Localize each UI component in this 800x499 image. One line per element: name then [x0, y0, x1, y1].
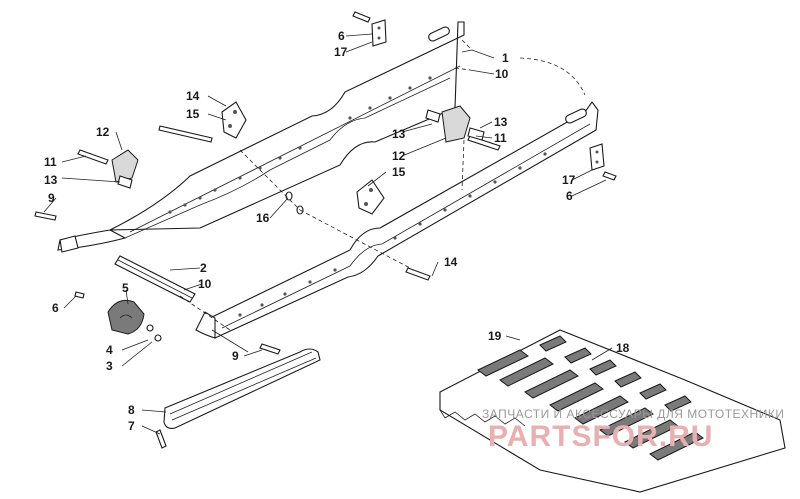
callout-13-mid: 13: [392, 127, 406, 141]
bolt-top: [352, 11, 371, 23]
bolt-right: [602, 171, 617, 181]
bolt-9-left: [34, 211, 57, 221]
callout-7: 7: [128, 419, 135, 433]
clip-13-right: [467, 127, 485, 141]
callout-6-left: 6: [52, 301, 59, 315]
track-lugs: [477, 335, 704, 461]
clip-13-right-top: [425, 109, 441, 123]
triangle-bracket-lower: [356, 179, 385, 215]
callout-12-left: 12: [96, 125, 110, 139]
leader-lines: [43, 33, 613, 435]
callout-17-top: 17: [334, 45, 348, 59]
callout-14-lower: 14: [444, 255, 458, 269]
callout-6-right: 6: [566, 189, 573, 203]
cushion-block: [107, 299, 145, 335]
bolt-14-upper: [158, 125, 213, 143]
stopper-block-right: [441, 105, 471, 143]
bolt-14-lower: [405, 267, 431, 281]
callout-10-upper: 10: [495, 67, 509, 81]
callout-11-right: 11: [494, 131, 507, 145]
callout-10-lower: 10: [198, 277, 212, 291]
callout-12-right: 12: [392, 149, 406, 163]
callout-6-top: 6: [338, 29, 345, 43]
callout-17-right: 17: [562, 173, 576, 187]
front-rail: [195, 101, 599, 339]
callout-15-upper: 15: [186, 107, 200, 121]
clip-13-left: [117, 175, 133, 189]
callout-5: 5: [122, 281, 129, 295]
stopper-block-left: [111, 149, 139, 183]
pin-11-left: [77, 149, 109, 165]
watermark-logo-text: PARTSFOR.RU: [488, 420, 713, 453]
callout-3: 3: [106, 359, 113, 373]
mount-plate-top: [371, 19, 387, 47]
screw-7: [155, 429, 167, 449]
triangle-bracket-upper: [221, 101, 247, 139]
front-rail-holes: [238, 152, 547, 317]
callout-19: 19: [488, 329, 502, 343]
bolt-9-lower: [259, 343, 281, 355]
callout-1: 1: [502, 51, 509, 65]
bolt-6-left: [74, 291, 85, 299]
rear-rail-holes: [168, 76, 432, 214]
callout-4: 4: [106, 343, 113, 357]
callout-16: 16: [256, 211, 270, 225]
small-parts: [34, 11, 617, 449]
callout-9-lower: 9: [232, 349, 239, 363]
watermark: ЗАПЧАСТИ И АКСЕССУАРЫ ДЛЯ МОТОТЕХНИКИ PA…: [482, 407, 784, 453]
callout-2: 2: [200, 261, 207, 275]
pin-11-right: [467, 135, 501, 151]
callout-11-left: 11: [44, 155, 57, 169]
rear-rail: [57, 21, 465, 253]
slide-wear-strip: [163, 348, 321, 429]
callout-14-upper: 14: [186, 89, 200, 103]
callout-9-left: 9: [48, 191, 55, 205]
callout-labels: 1 10 6 17 14 15 12 11 13 9 16 15 13 12 1…: [44, 29, 630, 433]
track-belt: [439, 329, 786, 493]
callout-13-right: 13: [494, 115, 508, 129]
mount-plate-right: [589, 143, 605, 171]
callout-15-lower: 15: [392, 165, 406, 179]
callout-8: 8: [128, 403, 135, 417]
watermark-tagline: ЗАПЧАСТИ И АКСЕССУАРЫ ДЛЯ МОТОТЕХНИКИ: [482, 407, 784, 421]
callout-18: 18: [616, 341, 630, 355]
callout-13-left: 13: [44, 173, 58, 187]
